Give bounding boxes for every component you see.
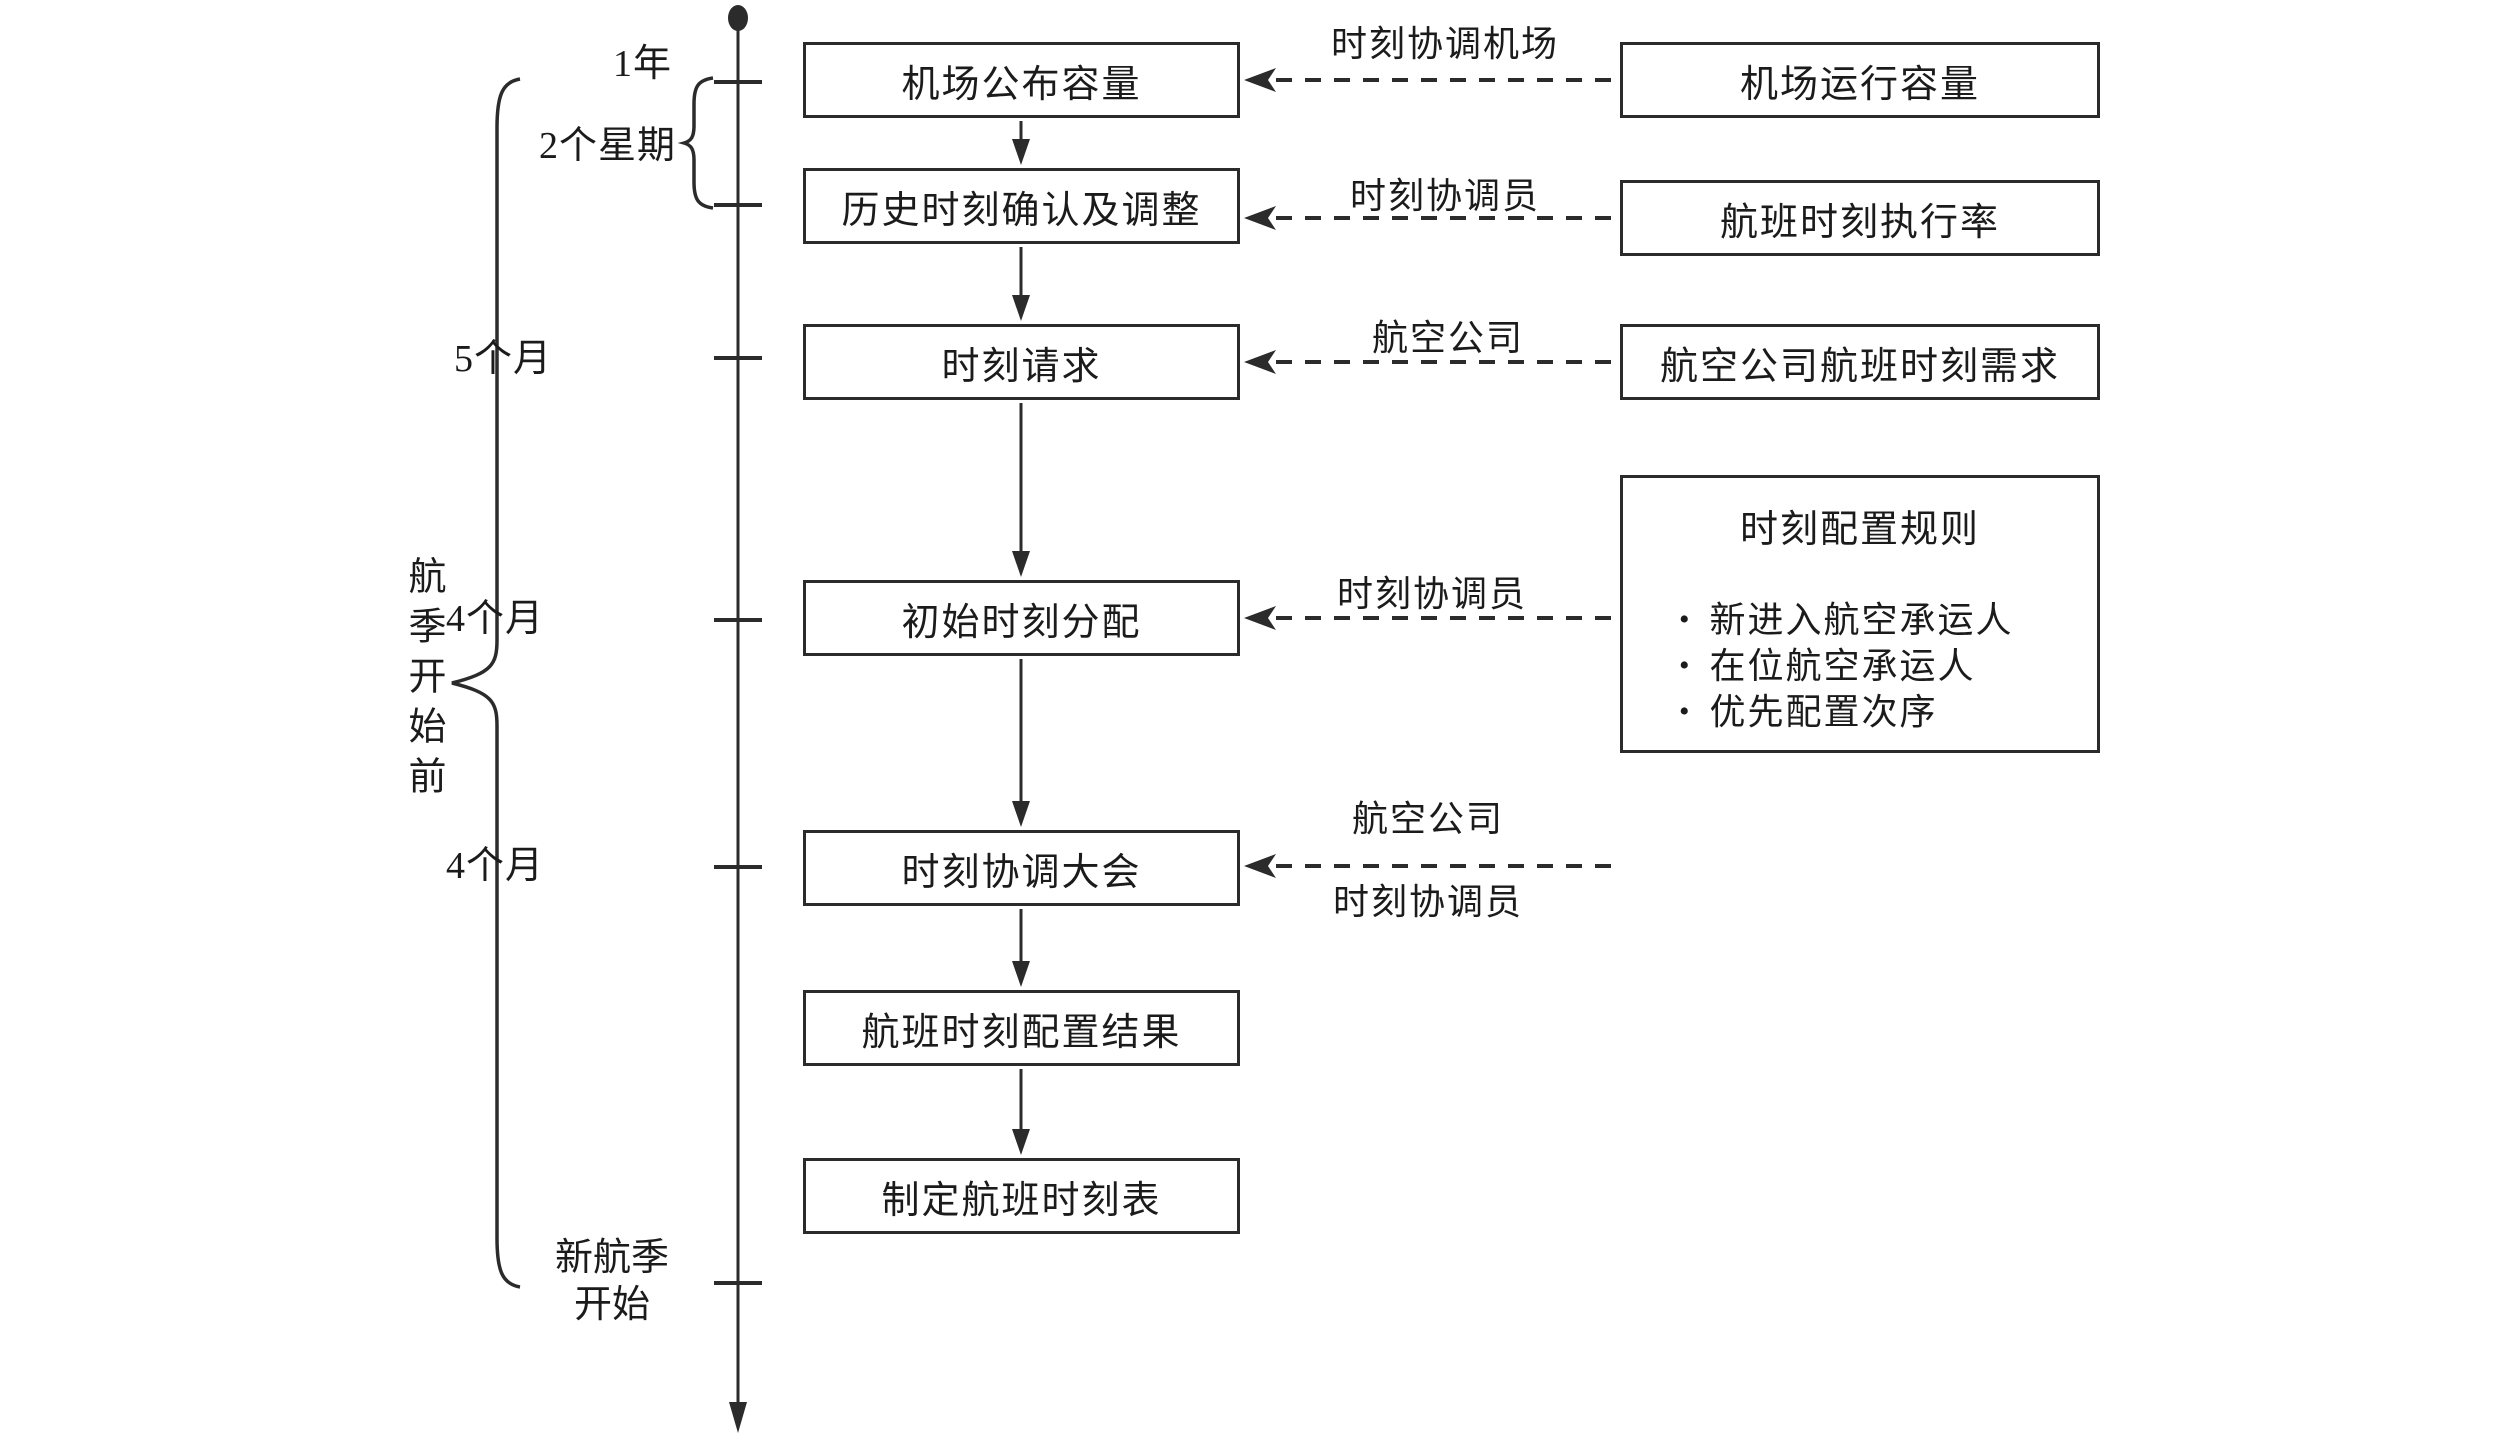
rules-list: • 新进入航空承运人 • 在位航空承运人 • 优先配置次序 [1623, 597, 2097, 735]
dashed-arrowhead-row2-icon [1244, 206, 1276, 230]
rules-item-priority-order: • 优先配置次序 [1679, 689, 2097, 735]
flow-arrow-1-head-icon [1012, 139, 1030, 165]
input-box-airport-operating-capacity: 机场运行容量 [1620, 42, 2100, 118]
actor-label-slot-coordinator-row2: 时刻协调员 [1349, 176, 1541, 216]
dashed-arrowhead-row3-icon [1244, 350, 1276, 374]
timeline-label-new-season-line2: 开始 [573, 1284, 651, 1326]
rules-item-text: 优先配置次序 [1709, 692, 1938, 732]
actor-label-slot-coordinated-airport: 时刻协调机场 [1330, 24, 1560, 64]
timeline-ticks [714, 80, 762, 1285]
phase-label-pre-season: 航季开始前 [402, 556, 444, 806]
timeline-start-dot [728, 5, 748, 31]
process-box-flight-schedule: 制定航班时刻表 [803, 1158, 1240, 1234]
process-box-airport-declared-capacity: 机场公布容量 [803, 42, 1240, 118]
bullet-icon: • [1679, 695, 1692, 728]
rules-box-slot-allocation-rules: 时刻配置规则 • 新进入航空承运人 • 在位航空承运人 • 优先配置次序 [1620, 475, 2100, 753]
pre-season-brace [451, 77, 521, 1289]
flow-arrow-4-head-icon [1012, 801, 1030, 827]
two-weeks-brace [677, 76, 714, 210]
process-box-slot-conference: 时刻协调大会 [803, 830, 1240, 906]
flow-arrow-6-head-icon [1012, 1129, 1030, 1155]
timeline-label-4-months-2: 4个月 [445, 845, 544, 887]
actor-label-airline-row5: 航空公司 [1351, 799, 1505, 839]
actor-label-slot-coordinator-row4: 时刻协调员 [1336, 574, 1528, 614]
input-box-airline-slot-demand: 航空公司航班时刻需求 [1620, 324, 2100, 400]
rules-box-title: 时刻配置规则 [1739, 509, 1980, 551]
flow-arrow-5-head-icon [1012, 961, 1030, 987]
flow-arrow-3-head-icon [1012, 551, 1030, 577]
process-box-slot-allocation-result: 航班时刻配置结果 [803, 990, 1240, 1066]
timeline-end-arrow-icon [729, 1402, 747, 1433]
process-box-initial-slot-allocation: 初始时刻分配 [803, 580, 1240, 656]
timeline-label-1-year: 1年 [612, 43, 672, 85]
dashed-arrowhead-row4-icon [1244, 606, 1276, 630]
dashed-arrowhead-row5-icon [1244, 854, 1276, 878]
flow-arrow-2-head-icon [1012, 295, 1030, 321]
rules-item-new-entrant: • 新进入航空承运人 [1679, 597, 2097, 643]
bullet-icon: • [1679, 649, 1692, 682]
bullet-icon: • [1679, 603, 1692, 636]
actor-label-slot-coordinator-row5: 时刻协调员 [1332, 882, 1524, 922]
input-box-slot-performance-rate: 航班时刻执行率 [1620, 180, 2100, 256]
dashed-arrowheads [1244, 68, 1276, 878]
process-box-historic-slot-confirmation: 历史时刻确认及调整 [803, 168, 1240, 244]
timeline-label-4-months-1: 4个月 [445, 598, 544, 640]
rules-item-incumbent-carrier: • 在位航空承运人 [1679, 643, 2097, 689]
timeline-label-new-season-line1: 新航季 [554, 1237, 670, 1279]
actor-label-airline-row3: 航空公司 [1371, 318, 1525, 358]
rules-item-text: 在位航空承运人 [1709, 646, 1976, 686]
timeline-label-new-season: 新航季 开始 [555, 1235, 669, 1329]
dashed-input-lines [1276, 78, 1624, 868]
flow-arrows [1012, 121, 1030, 1155]
timeline-label-5-months: 5个月 [453, 338, 552, 380]
dashed-arrowhead-row1-icon [1244, 68, 1276, 92]
process-box-slot-request: 时刻请求 [803, 324, 1240, 400]
rules-item-text: 新进入航空承运人 [1709, 600, 2014, 640]
timeline-label-2-weeks: 2个星期 [538, 125, 676, 167]
